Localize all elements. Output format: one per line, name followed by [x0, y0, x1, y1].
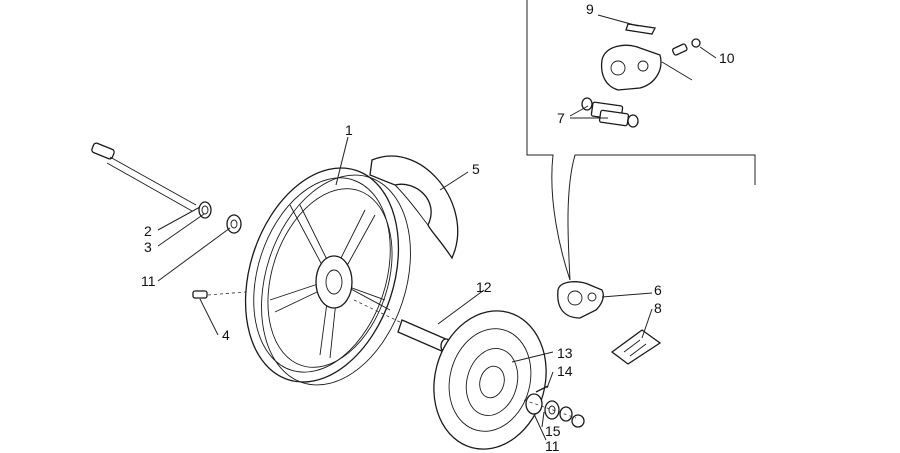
left-bearing — [226, 214, 242, 234]
callout-14: 14 — [557, 363, 573, 379]
tyre-valve — [192, 289, 271, 299]
callout-4: 4 — [222, 327, 230, 343]
callout-8: 8 — [654, 300, 662, 316]
pad-kit-bag — [610, 329, 662, 365]
inset-pad-spring — [625, 23, 656, 35]
mudguard — [369, 155, 459, 260]
callout-12: 12 — [476, 279, 492, 295]
disc-bolt — [535, 385, 549, 393]
axle-nut — [198, 201, 212, 219]
inset-bleed-screw — [661, 38, 701, 81]
callout-7: 7 — [557, 110, 565, 126]
inset-caliper — [600, 44, 662, 91]
callout-13: 13 — [557, 345, 573, 361]
inset-frame — [526, 0, 756, 281]
brake-disc — [433, 310, 547, 450]
callout-15: 15 — [545, 423, 561, 439]
wheel-rim — [244, 167, 411, 386]
callout-6: 6 — [654, 282, 662, 298]
brake-caliper — [557, 281, 604, 319]
callout-9: 9 — [586, 1, 594, 17]
callout-2: 2 — [144, 223, 152, 239]
leader-lines — [157, 14, 717, 441]
inset-brake-pads — [581, 97, 639, 128]
callout-3: 3 — [144, 239, 152, 255]
callout-11-left: 11 — [141, 273, 156, 289]
callout-10: 10 — [719, 50, 735, 66]
callout-11-right: 11 — [545, 438, 560, 453]
axle-shaft — [91, 142, 197, 212]
callout-1: 1 — [345, 122, 353, 138]
callout-5: 5 — [472, 161, 480, 177]
